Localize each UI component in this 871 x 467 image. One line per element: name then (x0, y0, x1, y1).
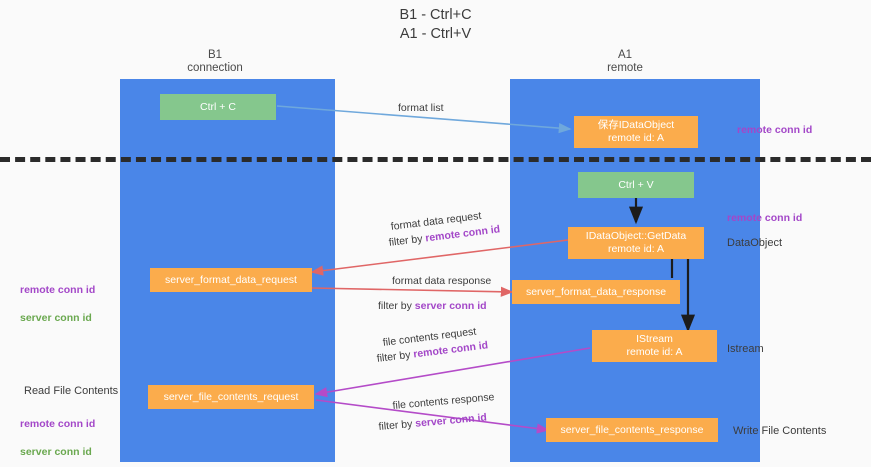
left-note-file-keys: remote conn id server conn id (20, 403, 95, 459)
right-note-write-file-contents: Write File Contents (733, 425, 827, 437)
right-note-remote-conn-id-top: remote conn id (737, 124, 813, 136)
node-store-idataobject[interactable]: 保存IDataObject remote id: A (574, 116, 698, 148)
node-idataobject-getdata[interactable]: IDataObject::GetData remote id: A (568, 227, 704, 259)
filter-prefix: filter by (378, 417, 416, 433)
filter-prefix: filter by (378, 300, 415, 312)
left-note-server-conn-id: server conn id (20, 312, 92, 324)
left-note-format-keys: remote conn id server conn id (20, 269, 95, 325)
column-header-b1: B1 connection (187, 49, 243, 74)
flow-filter-file-contents-response: filter by server conn id (378, 411, 487, 435)
filter-key: server conn id (414, 300, 487, 312)
node-ctrl-c[interactable]: Ctrl + C (160, 94, 276, 120)
node-istream[interactable]: IStream remote id: A (592, 330, 717, 362)
column-header-a1: A1 remote (607, 49, 643, 74)
node-server-format-data-request[interactable]: server_format_data_request (150, 268, 312, 292)
right-note-remote-conn-id-mid: remote conn id (727, 212, 803, 224)
flow-filter-format-data-response: filter by server conn id (378, 299, 487, 314)
diagram-title: B1 - Ctrl+C A1 - Ctrl+V (399, 7, 472, 42)
filter-key: server conn id (414, 411, 488, 430)
flow-caption-format-data-response: format data response (392, 275, 492, 287)
left-note-server-conn-id-2: server conn id (20, 446, 92, 458)
left-note-remote-conn-id-2: remote conn id (20, 418, 96, 430)
right-note-data-object: DataObject (727, 237, 783, 249)
left-note-remote-conn-id: remote conn id (20, 284, 96, 296)
flow-caption-format-list: format list (398, 102, 444, 114)
node-server-file-contents-request[interactable]: server_file_contents_request (148, 385, 314, 409)
filter-prefix: filter by (376, 348, 415, 365)
node-server-format-data-response[interactable]: server_format_data_response (512, 280, 680, 304)
phase-divider (0, 157, 871, 162)
left-note-read-file-contents: Read File Contents (24, 385, 119, 397)
right-note-istream: Istream (727, 343, 764, 355)
node-server-file-contents-response[interactable]: server_file_contents_response (546, 418, 718, 442)
filter-prefix: filter by (388, 232, 427, 249)
node-ctrl-v[interactable]: Ctrl + V (578, 172, 694, 198)
